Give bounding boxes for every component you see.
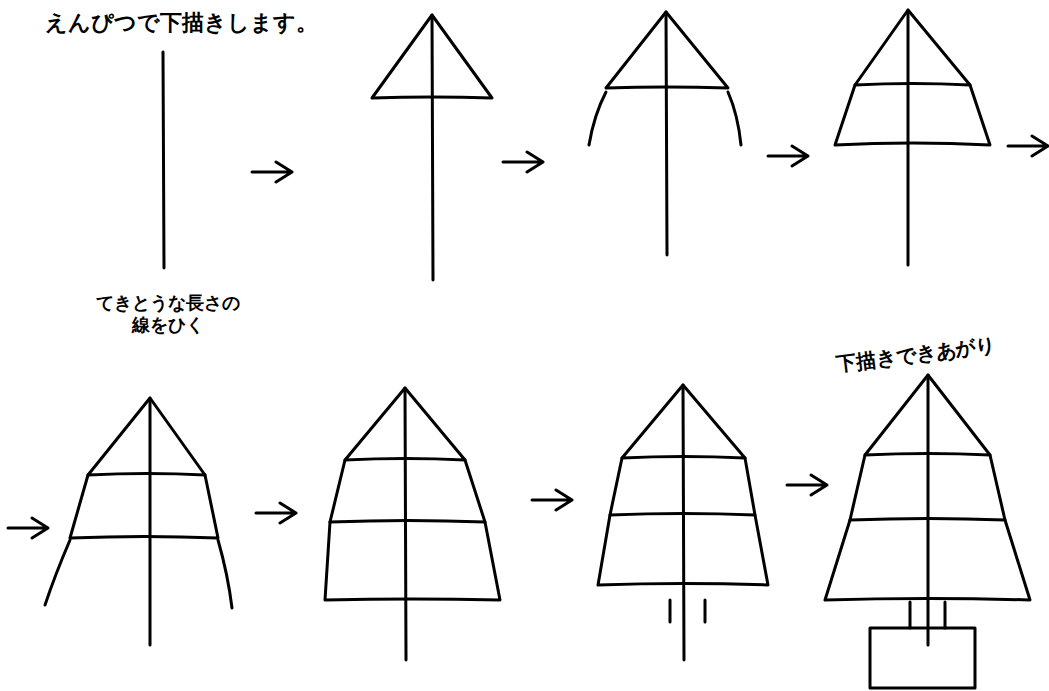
finished-label: 下描きできあがり — [835, 333, 997, 376]
step-arrow — [256, 503, 296, 523]
step-note: てきとうな長さの 線をひく — [93, 292, 243, 335]
step-3 — [589, 12, 741, 255]
step-5 — [45, 398, 232, 645]
step-8 — [825, 375, 1030, 688]
step-2 — [372, 15, 492, 280]
step-arrow — [252, 162, 292, 182]
instruction-text: えんぴつで下描きします。 — [45, 10, 318, 36]
step-arrow — [787, 475, 827, 495]
step-7 — [598, 385, 768, 660]
step-arrow — [532, 490, 572, 510]
step-arrow — [1008, 136, 1048, 156]
step-4 — [835, 10, 990, 265]
step-arrow — [8, 518, 48, 538]
step-1 — [163, 52, 164, 268]
step-arrow — [503, 152, 543, 172]
step-6 — [325, 388, 500, 660]
step-arrow — [768, 146, 808, 166]
